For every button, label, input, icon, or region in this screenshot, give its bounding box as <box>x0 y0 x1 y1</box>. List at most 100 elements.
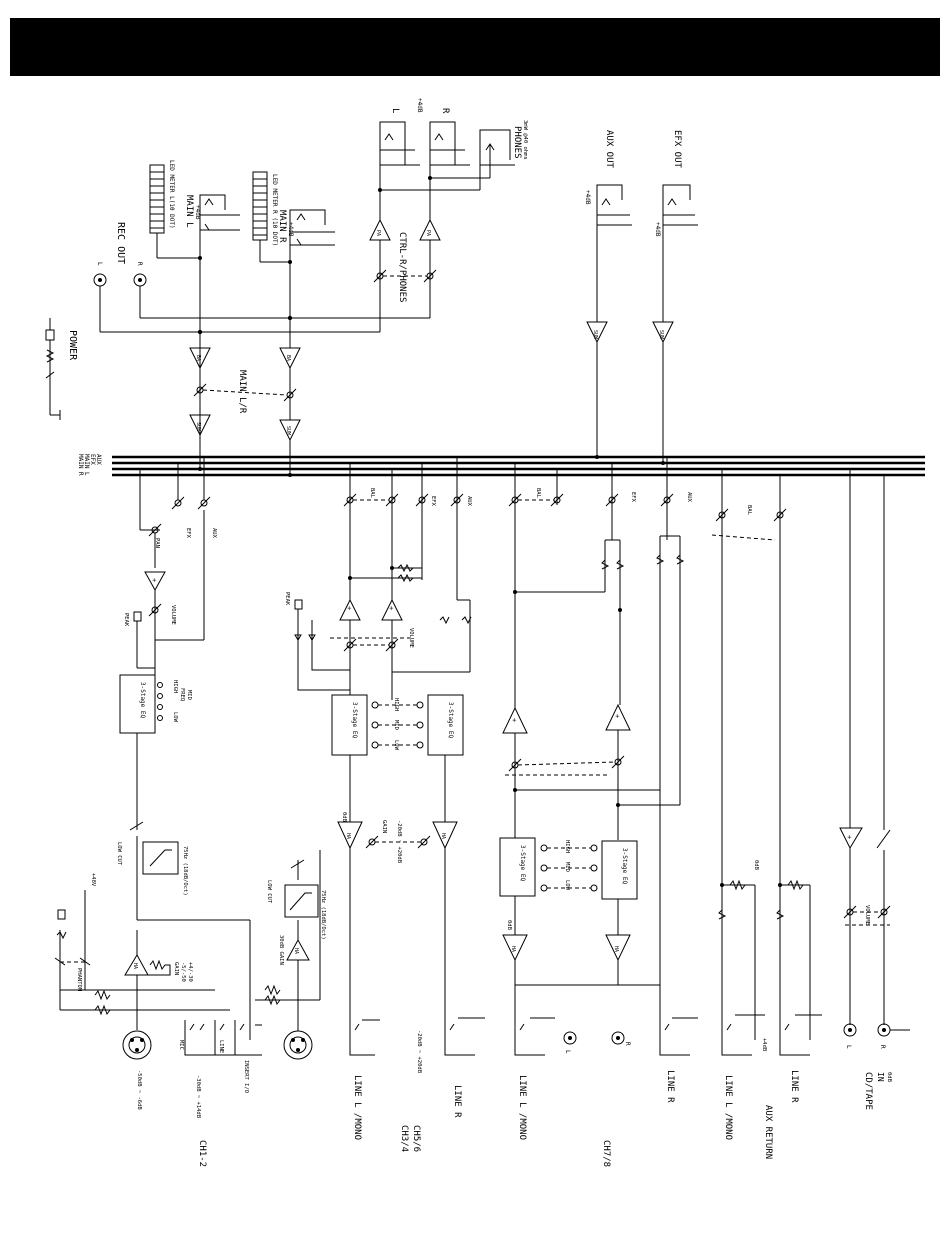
bus-label-aux: AUX <box>95 454 102 465</box>
ch78-efx: EFX <box>630 492 636 503</box>
ch56-label: CH5/6 <box>411 1125 421 1152</box>
ch78-eq-l: 3-Stage EQ <box>519 845 526 882</box>
ch12-gain: GAIN <box>173 962 179 975</box>
phones-r-label: R <box>440 108 450 114</box>
bus-label-main-r: MAIN R <box>77 454 84 476</box>
ch12-aux: AUX <box>211 528 217 539</box>
cd-tape-r: R <box>879 1045 886 1049</box>
main-lr-label: MAIN L/R <box>237 370 247 414</box>
main-r-level: +4dB <box>287 222 294 237</box>
ch78-bal: BAL <box>535 488 541 499</box>
header-bar <box>10 18 940 76</box>
ch12-mic2-ha: HA <box>293 948 299 954</box>
ch78-plus-l: + <box>510 718 518 722</box>
ch78-mid: MID <box>564 862 570 872</box>
ch78-l: L <box>564 1050 571 1054</box>
phones-level: +4dB <box>416 98 423 113</box>
ch78-line-l: LINE L /MONO <box>517 1075 527 1140</box>
phones-l-label: L <box>390 108 400 113</box>
aux-out-sum: SUM <box>592 330 598 339</box>
ch12-efx: EFX <box>185 528 191 539</box>
ch34-volume: VOLUME <box>408 628 414 648</box>
ch78-ha-l: HA <box>510 946 516 952</box>
ch12-insert: INSERT I/O <box>243 1060 249 1093</box>
bus-lines <box>112 455 925 477</box>
ch78-low: LOW <box>564 880 570 891</box>
ch12-mic2-gain: 30dB GAIN <box>278 935 284 965</box>
bus-taps <box>139 457 885 480</box>
ch12-hpf: 75Hz (18dB/Oct) <box>182 846 188 896</box>
ch12-volume: VOLUME <box>170 605 176 625</box>
ch34-label: CH3/4 <box>399 1125 409 1152</box>
cd-tape-odb: 0dB <box>886 1072 892 1083</box>
main-r-jack: MAIN R +4dB <box>277 209 335 440</box>
bus-label-efx: EFX <box>89 454 96 465</box>
rec-out-section: REC OUT L R <box>93 222 430 333</box>
ch34-eq-l: 3-Stage EQ <box>351 702 358 739</box>
ch34-peak: PEAK <box>284 592 290 606</box>
ch78-strip: BAL EFX AUX + + 3-Stage EQ 3-Stage EQ <box>499 478 698 1167</box>
ch78-aux: AUX <box>686 492 692 503</box>
ch78-line-r: LINE R <box>665 1070 675 1103</box>
ch12-low-cut: LOW CUT <box>116 842 122 866</box>
ch12-mic2-hpf: 75Hz (18dB/Oct) <box>320 890 326 940</box>
main-master-section: BA BA SUM SUM MAIN L/R <box>189 332 301 477</box>
ch34-plus-r: + <box>387 606 395 610</box>
bus-labels: AUX EFX MAIN L MAIN R <box>77 454 102 476</box>
ch12-label: CH1-2 <box>197 1140 207 1167</box>
ba-r: BA <box>285 355 291 361</box>
cd-tape-volume: VOLUME <box>864 905 870 925</box>
efx-out-sum: SUM <box>658 330 664 339</box>
power-section: POWER <box>45 318 78 420</box>
ch12-gain-range-1: -5/-50 <box>180 962 186 982</box>
ch34-eq-r: 3-Stage EQ <box>447 702 454 739</box>
ch12-ha: HA <box>132 963 138 969</box>
ch78-eq-r: 3-Stage EQ <box>621 848 628 885</box>
ch34-ha-r: HA <box>440 833 446 839</box>
efx-out-level: +4dB <box>654 222 661 237</box>
ch12-freq: FREQ <box>179 688 185 701</box>
ch34-line-r: LINE R <box>452 1085 462 1118</box>
ch12-peak: PEAK <box>123 613 129 627</box>
cd-tape-label: CD/TAPE <box>863 1072 873 1110</box>
cd-tape-in: IN <box>876 1072 885 1082</box>
sum-r: SUM <box>285 426 291 435</box>
aux-out-label: AUX OUT <box>604 130 614 169</box>
led-meter-r-label: LED METER R (10 DOT) <box>271 174 278 246</box>
ch12-mic2: HA LOW CUT 75Hz (18dB/Oct) 30dB GAIN <box>255 850 326 1060</box>
cd-tape-l: L <box>845 1045 852 1049</box>
main-l-jack: MAIN L +4dB <box>184 194 240 335</box>
power-label: POWER <box>67 330 78 361</box>
ch12-strip: PAN EFX AUX + VOLUME PEAK 3-Stage EQ HIG… <box>54 457 262 1167</box>
aux-out-level: +4dB <box>584 190 591 205</box>
pa-r: PA <box>425 230 431 236</box>
sum-l: SUM <box>195 422 201 431</box>
efx-out-section: SUM EFX OUT +4dB <box>652 130 698 465</box>
ch34-ha-l: HA <box>345 833 351 839</box>
bus-label-main-l: MAIN L <box>83 454 90 476</box>
ch12-mic2-low-cut: LOW CUT <box>266 880 272 904</box>
ch78-odb: 0dB <box>506 920 512 931</box>
aux-out-section: SUM AUX OUT +4dB <box>584 130 632 459</box>
ch78-ha-r: HA <box>613 946 619 952</box>
ch34-line-l: LINE L /MONO <box>352 1075 362 1140</box>
led-meter-l: LED METER L(10 DOT) <box>149 160 200 259</box>
ctrl-phones-label: CTRL-R/PHONES <box>397 232 407 302</box>
ch12-eq: 3-Stage EQ <box>139 682 146 719</box>
ch34-odb: 0dB <box>341 812 347 823</box>
ch34-plus-l: + <box>345 606 353 610</box>
ch12-line: LINE <box>218 1040 224 1053</box>
ch12-mic-range: -50dB ~ -6dB <box>136 1070 142 1110</box>
ba-l: BA <box>195 355 201 361</box>
ch34-high: HIGH <box>393 698 399 711</box>
ch78-high: HIGH <box>564 840 570 853</box>
aux-return-line-l: LINE L /MONO <box>723 1075 733 1140</box>
ch12-phantom: PHANTOM <box>76 968 82 992</box>
aux-return-label: AUX RETURN <box>763 1105 773 1159</box>
ch12-mid: MID <box>186 690 192 700</box>
ch34-low: LOW <box>393 740 399 751</box>
ch78-r: R <box>624 1042 631 1046</box>
aux-return-level: +4dB <box>761 1038 767 1052</box>
cd-tape-section: + VOLUME L R CD/TAPE IN 0dB <box>839 478 910 1110</box>
ch12-high: HIGH <box>172 680 178 693</box>
